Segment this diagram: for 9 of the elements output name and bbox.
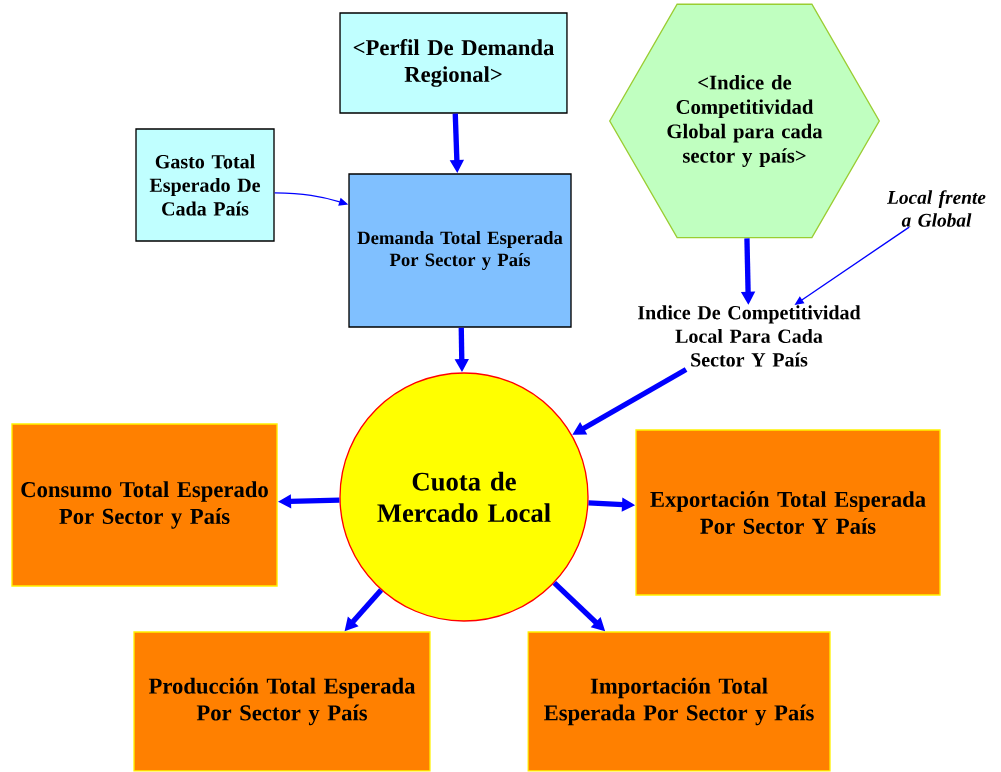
- output-box: Producción Total Esperada Por Sector y País: [133, 631, 431, 772]
- node-text: Indice De Competitividad Local Para Cada Sector Y País: [638, 305, 861, 367]
- output-box: Importación Total Esperada Por Sector y País: [527, 631, 831, 772]
- process-box: <Perfil De Demanda Regional>: [339, 12, 568, 114]
- process-box: Gasto Total Esperado De Cada País: [135, 128, 275, 242]
- annotation-text: Local frente a Global: [886, 190, 986, 227]
- process-box: Demanda Total Esperada Por Sector y País: [348, 173, 572, 328]
- output-box: Exportación Total Esperada Por Sector Y País: [635, 429, 941, 596]
- output-box: Consumo Total Esperado Por Sector y País: [11, 423, 278, 587]
